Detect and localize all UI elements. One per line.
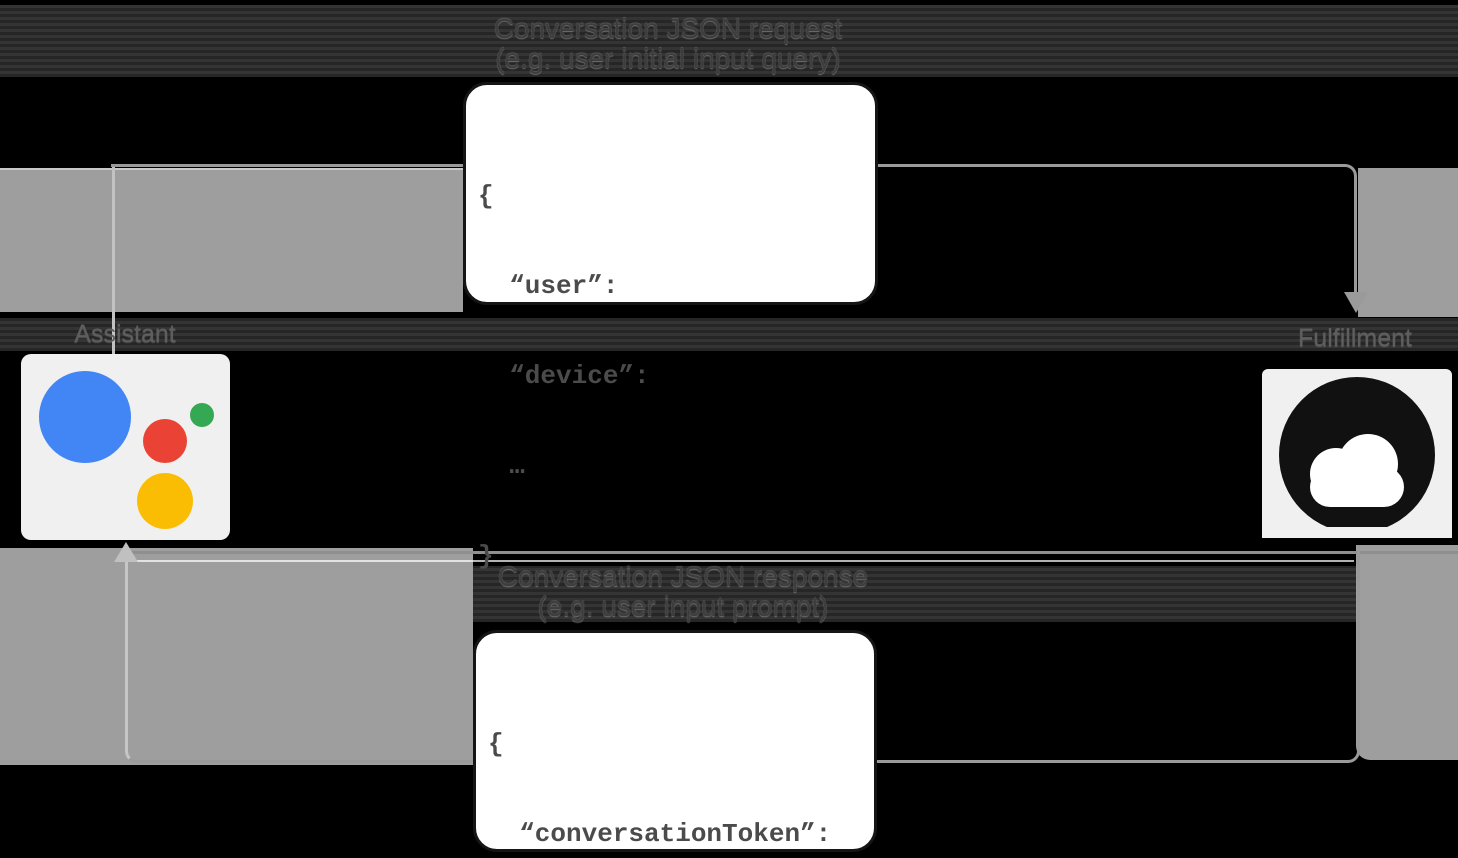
response-arrow-highlight-line [128,560,1354,562]
response-caption-line2: (e.g. user input prompt) [537,591,829,622]
response-arrowhead-icon [114,542,138,562]
fulfillment-label: Fulfillment [1298,324,1412,352]
google-assistant-logo-icon [21,354,230,540]
node-label-band [0,318,1458,351]
request-caption-line1: Conversation JSON request [493,13,843,44]
request-arrow-start-shaft [112,164,115,354]
top-caption-band [0,5,1458,77]
response-panel-right [1356,545,1458,760]
request-arrowhead-icon [1344,292,1368,313]
fulfillment-card [1262,369,1452,538]
code-line: } [478,541,494,571]
cloud-icon [1262,369,1452,538]
response-panel-left [0,548,473,765]
code-line: { [488,729,504,759]
response-json-box: { “conversationToken”: “userStorage”: … … [473,630,877,852]
assistant-label: Assistant [74,320,176,348]
request-caption: Conversation JSON request (e.g. user ini… [338,14,998,74]
code-line: “user”: [478,271,619,301]
request-caption-line2: (e.g. user initial input query) [495,43,841,74]
assistant-card [21,354,230,540]
response-caption: Conversation JSON response (e.g. user in… [348,562,1018,622]
response-arrow-top-line [128,551,1458,554]
code-line: … [478,451,525,481]
request-json-box: { “user”: “device”: … } [463,82,878,571]
code-line: “device”: [478,361,650,391]
request-panel-left [0,168,463,312]
code-line: “conversationToken”: [488,819,832,849]
code-line: { [478,181,494,211]
response-caption-line1: Conversation JSON response [497,561,869,592]
request-panel-right [1358,168,1458,317]
